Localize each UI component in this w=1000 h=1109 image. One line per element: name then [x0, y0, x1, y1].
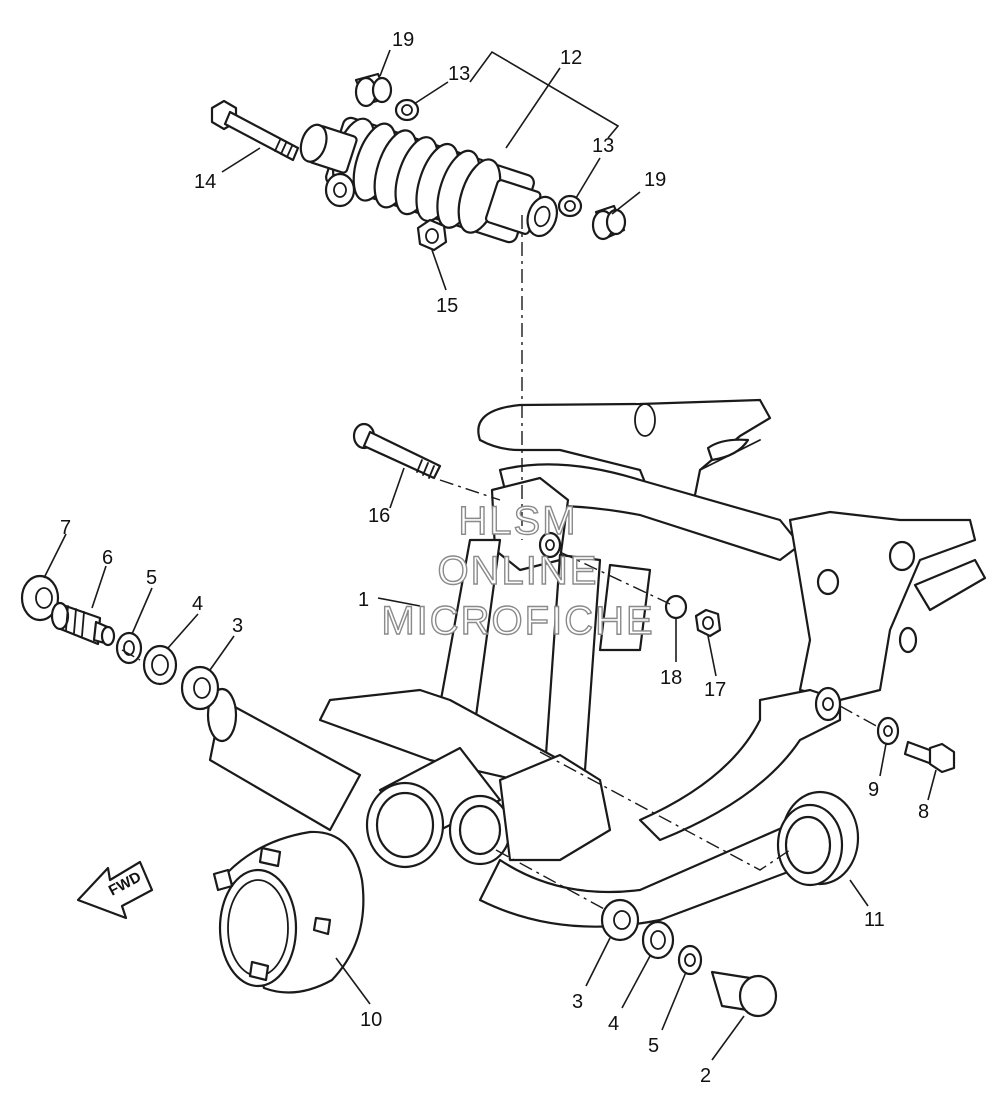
label-13: 13	[448, 63, 470, 85]
label-4: 4	[192, 593, 203, 615]
nut-17	[694, 608, 722, 638]
label-14: 14	[194, 171, 216, 193]
shock-upper-bolt	[210, 99, 300, 162]
oil-seal-4-right	[641, 920, 675, 960]
cover-10	[212, 830, 365, 994]
oil-seal-4-left	[142, 644, 178, 686]
washer-18	[664, 594, 688, 620]
label-13: 13	[592, 135, 614, 157]
label-17: 17	[704, 679, 726, 701]
bearing-3-left	[180, 665, 220, 711]
washer-right	[557, 194, 583, 218]
label-5: 5	[648, 1035, 659, 1057]
part-number-labels: 19 13 12 13 19 14 15 16 1 18 17 9 8 7 6 …	[60, 29, 929, 1087]
bearing-3-right	[600, 898, 640, 942]
watermark: HLSM ONLINE MICROFICHE	[381, 498, 654, 643]
collar-left	[354, 72, 393, 108]
watermark-line-2: ONLINE	[438, 549, 599, 593]
nut-7	[20, 574, 60, 622]
label-11: 11	[864, 909, 885, 931]
collar-5-right	[677, 944, 703, 976]
label-9: 9	[868, 779, 879, 801]
label-3: 3	[232, 615, 243, 637]
label-18: 18	[660, 667, 682, 689]
collar-5-left	[115, 631, 143, 665]
shock-lower-bolt	[352, 422, 442, 480]
label-6: 6	[102, 547, 113, 569]
alignment-lines	[121, 215, 881, 911]
watermark-line-1: HLSM	[458, 499, 577, 543]
label-1: 1	[358, 589, 369, 611]
fwd-direction-arrow: FWD	[76, 860, 154, 920]
pivot-bolt-2	[710, 970, 778, 1018]
label-12: 12	[560, 47, 582, 69]
leader-lines	[43, 49, 937, 1061]
label-19: 19	[392, 29, 414, 51]
washer-left	[394, 98, 420, 122]
shock-nut	[416, 218, 448, 252]
label-16: 16	[368, 505, 390, 527]
label-7: 7	[60, 517, 71, 539]
label-4: 4	[608, 1013, 619, 1035]
label-8: 8	[918, 801, 929, 823]
label-2: 2	[700, 1065, 711, 1087]
rear-shock-absorber	[299, 116, 559, 244]
pivot-shaft-6	[50, 601, 116, 647]
collar-right	[591, 204, 627, 241]
label-3: 3	[572, 991, 583, 1013]
label-10: 10	[360, 1009, 382, 1031]
label-15: 15	[436, 295, 458, 317]
label-5: 5	[146, 567, 157, 589]
watermark-line-3: MICROFICHE	[381, 599, 654, 643]
bolt-8	[903, 740, 956, 774]
washer-9	[876, 716, 900, 746]
swingarm	[206, 398, 987, 928]
label-19: 19	[644, 169, 666, 191]
bushing-11	[776, 790, 860, 887]
